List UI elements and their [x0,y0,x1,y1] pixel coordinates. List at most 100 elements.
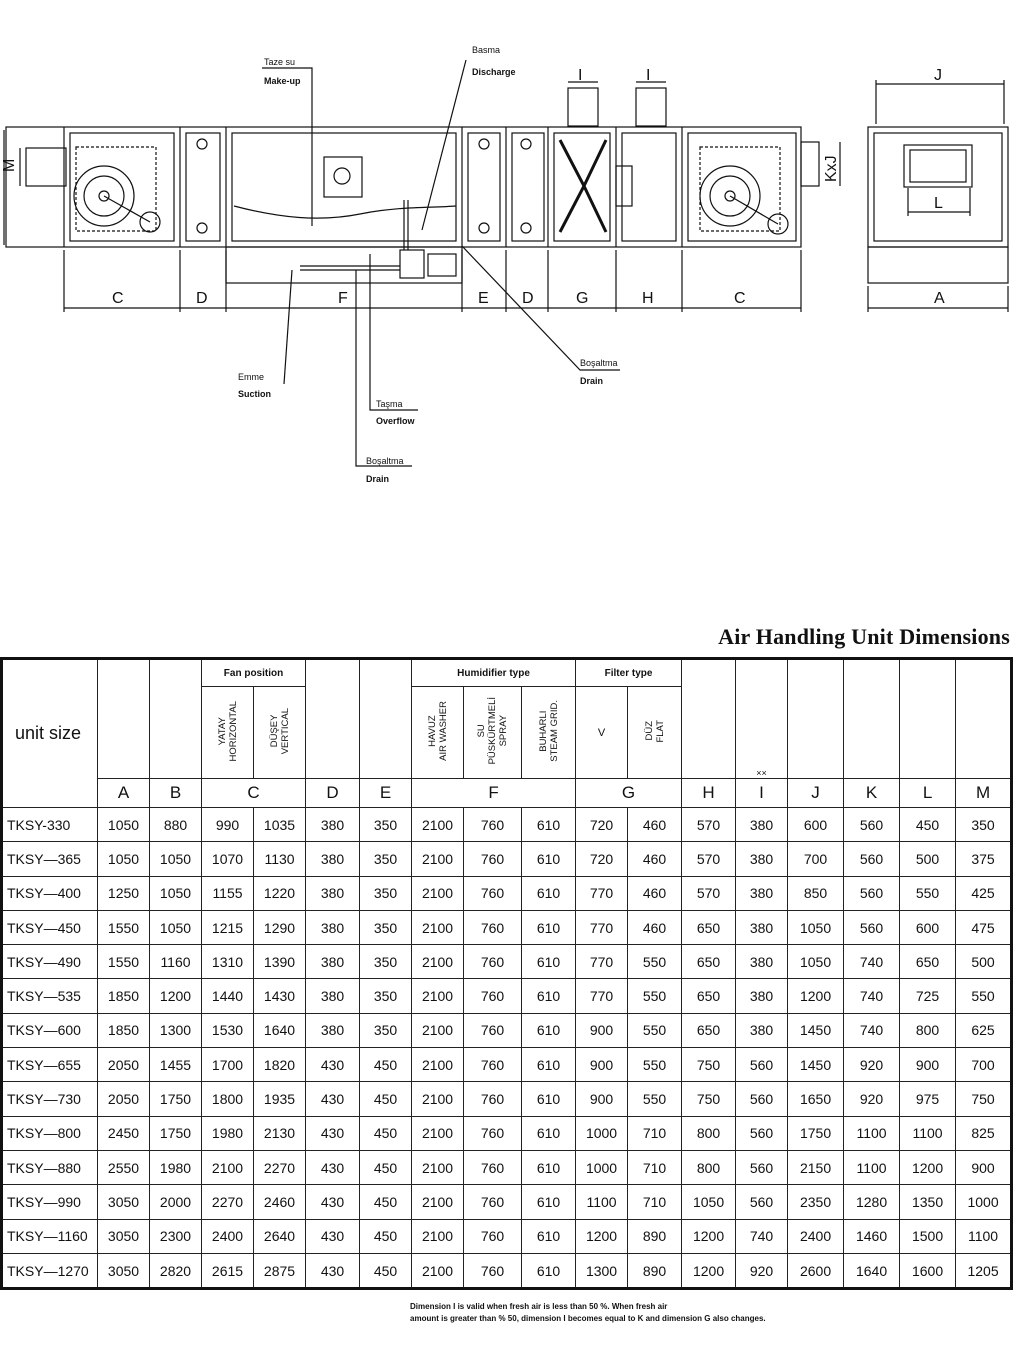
table-cell: 1750 [787,1115,845,1151]
table-cell: 1455 [149,1047,202,1083]
table-cell: 760 [463,1115,523,1151]
table-cell: 3050 [97,1184,150,1220]
table-cell: 610 [521,1149,577,1186]
table-cell: 1250 [97,875,150,911]
unit-model-cell: TKSY—365 [1,841,98,877]
table-cell: 450 [359,1149,413,1186]
table-cell: 610 [521,1252,577,1290]
table-cell: 550 [899,875,957,911]
table-cell: 1290 [252,909,307,946]
ahu-diagram: Taze su Make-up Basma Discharge Emme Suc… [0,45,1009,484]
table-cell: 570 [681,841,737,877]
table-cell: 1750 [149,1081,202,1117]
table-cell: 560 [735,1184,789,1220]
table-cell: 350 [359,806,413,843]
drain-label: Drain [366,474,389,484]
table-cell: 375 [955,841,1013,877]
discharge-label: Discharge [472,67,516,77]
table-cell: 2100 [411,1081,465,1117]
unit-model-cell: TKSY-330 [1,806,98,843]
table-cell: 740 [843,944,901,980]
table-cell: 450 [359,1218,413,1254]
table-cell: 2100 [411,978,465,1014]
table-cell: 350 [359,1012,413,1049]
table-cell: 350 [359,944,413,980]
table-cell: 610 [521,1184,577,1220]
table-cell: 1980 [201,1115,254,1151]
table-cell: 550 [627,978,683,1014]
unit-size-header: unit size [1,658,98,808]
table-cell: 1160 [149,944,202,980]
table-cell: 1050 [681,1184,737,1220]
table-cell: 610 [521,875,577,911]
table-cell: 1500 [899,1218,957,1254]
table-cell: 900 [575,1081,629,1117]
table-cell: 920 [735,1252,789,1290]
table-cell: 2100 [411,1012,465,1049]
table-cell: 380 [305,841,361,877]
table-cell: 1130 [252,841,307,877]
table-cell: 610 [521,1081,577,1117]
table-cell: 625 [955,1012,1013,1049]
filter-type-header: Filter type [575,658,683,687]
sub-vertical: DÜŞEY VERTICAL [268,707,291,755]
dim-b: B [0,179,2,190]
overflow-label: Overflow [376,416,416,426]
col-c: C [200,778,307,808]
table-cell: 1100 [843,1115,901,1151]
table-cell: 2350 [787,1184,845,1220]
table-cell: 560 [843,806,901,843]
table-cell: 2100 [411,1252,465,1290]
table-cell: 2100 [411,841,465,877]
table-cell: 2050 [97,1047,150,1083]
table-cell: 740 [843,978,901,1014]
table-cell: 350 [359,841,413,877]
table-cell: 710 [627,1149,683,1186]
table-cell: 2615 [201,1252,254,1290]
table-cell: 800 [681,1115,737,1151]
table-cell: 750 [681,1081,737,1117]
table-cell: 1205 [955,1252,1013,1290]
table-cell: 1350 [899,1184,957,1220]
table-cell: 1550 [97,944,150,980]
table-cell: 1050 [787,909,845,946]
table-cell: 760 [463,1081,523,1117]
unit-model-cell: TKSY—1270 [1,1252,98,1290]
table-cell: 350 [359,978,413,1014]
table-cell: 550 [627,1012,683,1049]
table-cell: 770 [575,909,629,946]
table-cell: 1310 [201,944,254,980]
table-cell: 610 [521,1047,577,1083]
table-cell: 500 [899,841,957,877]
table-cell: 610 [521,944,577,980]
sub-horizontal: YATAY HORIZONTAL [216,700,239,762]
table-cell: 760 [463,1252,523,1290]
col-d: D [305,778,361,808]
table-cell: 2600 [787,1252,845,1290]
table-cell: 900 [575,1047,629,1083]
table-cell: 380 [735,875,789,911]
table-cell: 2875 [252,1252,307,1290]
table-cell: 1800 [201,1081,254,1117]
table-cell: 550 [627,1047,683,1083]
table-cell: 1700 [201,1047,254,1083]
table-cell: 380 [305,978,361,1014]
unit-model-cell: TKSY—400 [1,875,98,911]
table-cell: 1550 [97,909,150,946]
unit-model-cell: TKSY—655 [1,1047,98,1083]
table-cell: 450 [899,806,957,843]
table-cell: 1100 [575,1184,629,1220]
table-cell: 800 [899,1012,957,1049]
table-cell: 3050 [97,1252,150,1290]
table-cell: 425 [955,875,1013,911]
table-cell: 2100 [411,944,465,980]
suction-tr-label: Emme [238,372,264,382]
table-cell: 380 [305,944,361,980]
table-cell: 430 [305,1218,361,1254]
unit-model-cell: TKSY—600 [1,1012,98,1049]
make-up-tr-label: Taze su [264,57,295,67]
